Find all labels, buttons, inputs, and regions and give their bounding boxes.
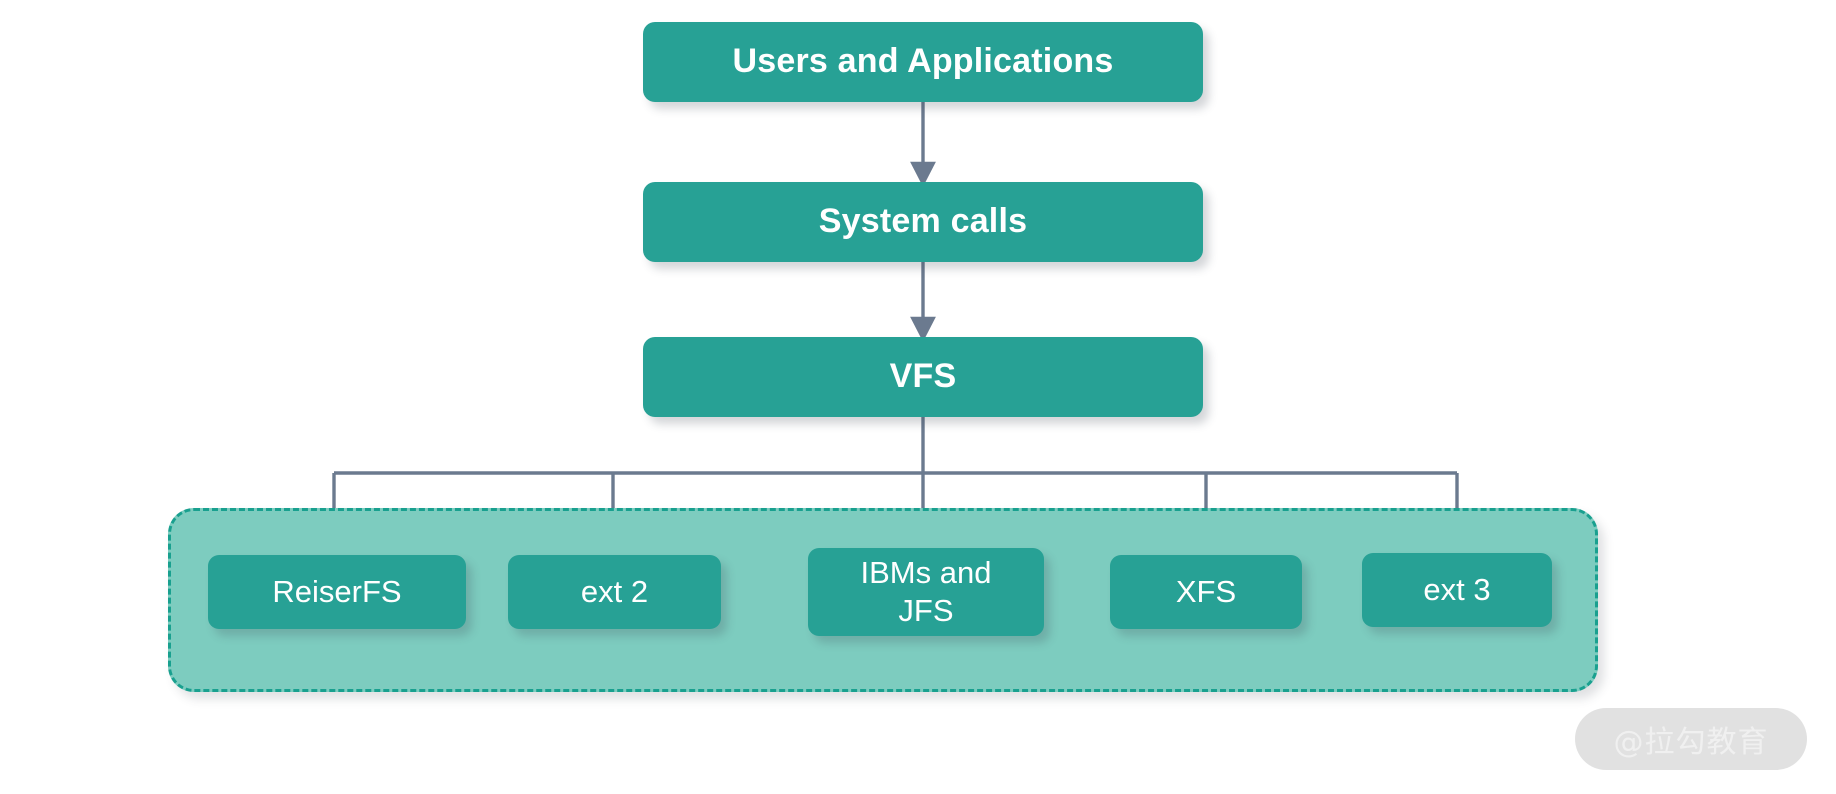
node-system-calls[interactable]: System calls (643, 182, 1203, 262)
node-ext3[interactable]: ext 3 (1362, 553, 1552, 627)
node-users-and-applications[interactable]: Users and Applications (643, 22, 1203, 102)
watermark-badge: @拉勾教育 (1575, 708, 1807, 770)
filesystem-group-container (168, 508, 1598, 692)
watermark-text: @拉勾教育 (1613, 725, 1769, 760)
node-ext2[interactable]: ext 2 (508, 555, 721, 629)
node-xfs[interactable]: XFS (1110, 555, 1302, 629)
node-reiserfs[interactable]: ReiserFS (208, 555, 466, 629)
node-ibms-and-jfs[interactable]: IBMs and JFS (808, 548, 1044, 636)
node-vfs[interactable]: VFS (643, 337, 1203, 417)
